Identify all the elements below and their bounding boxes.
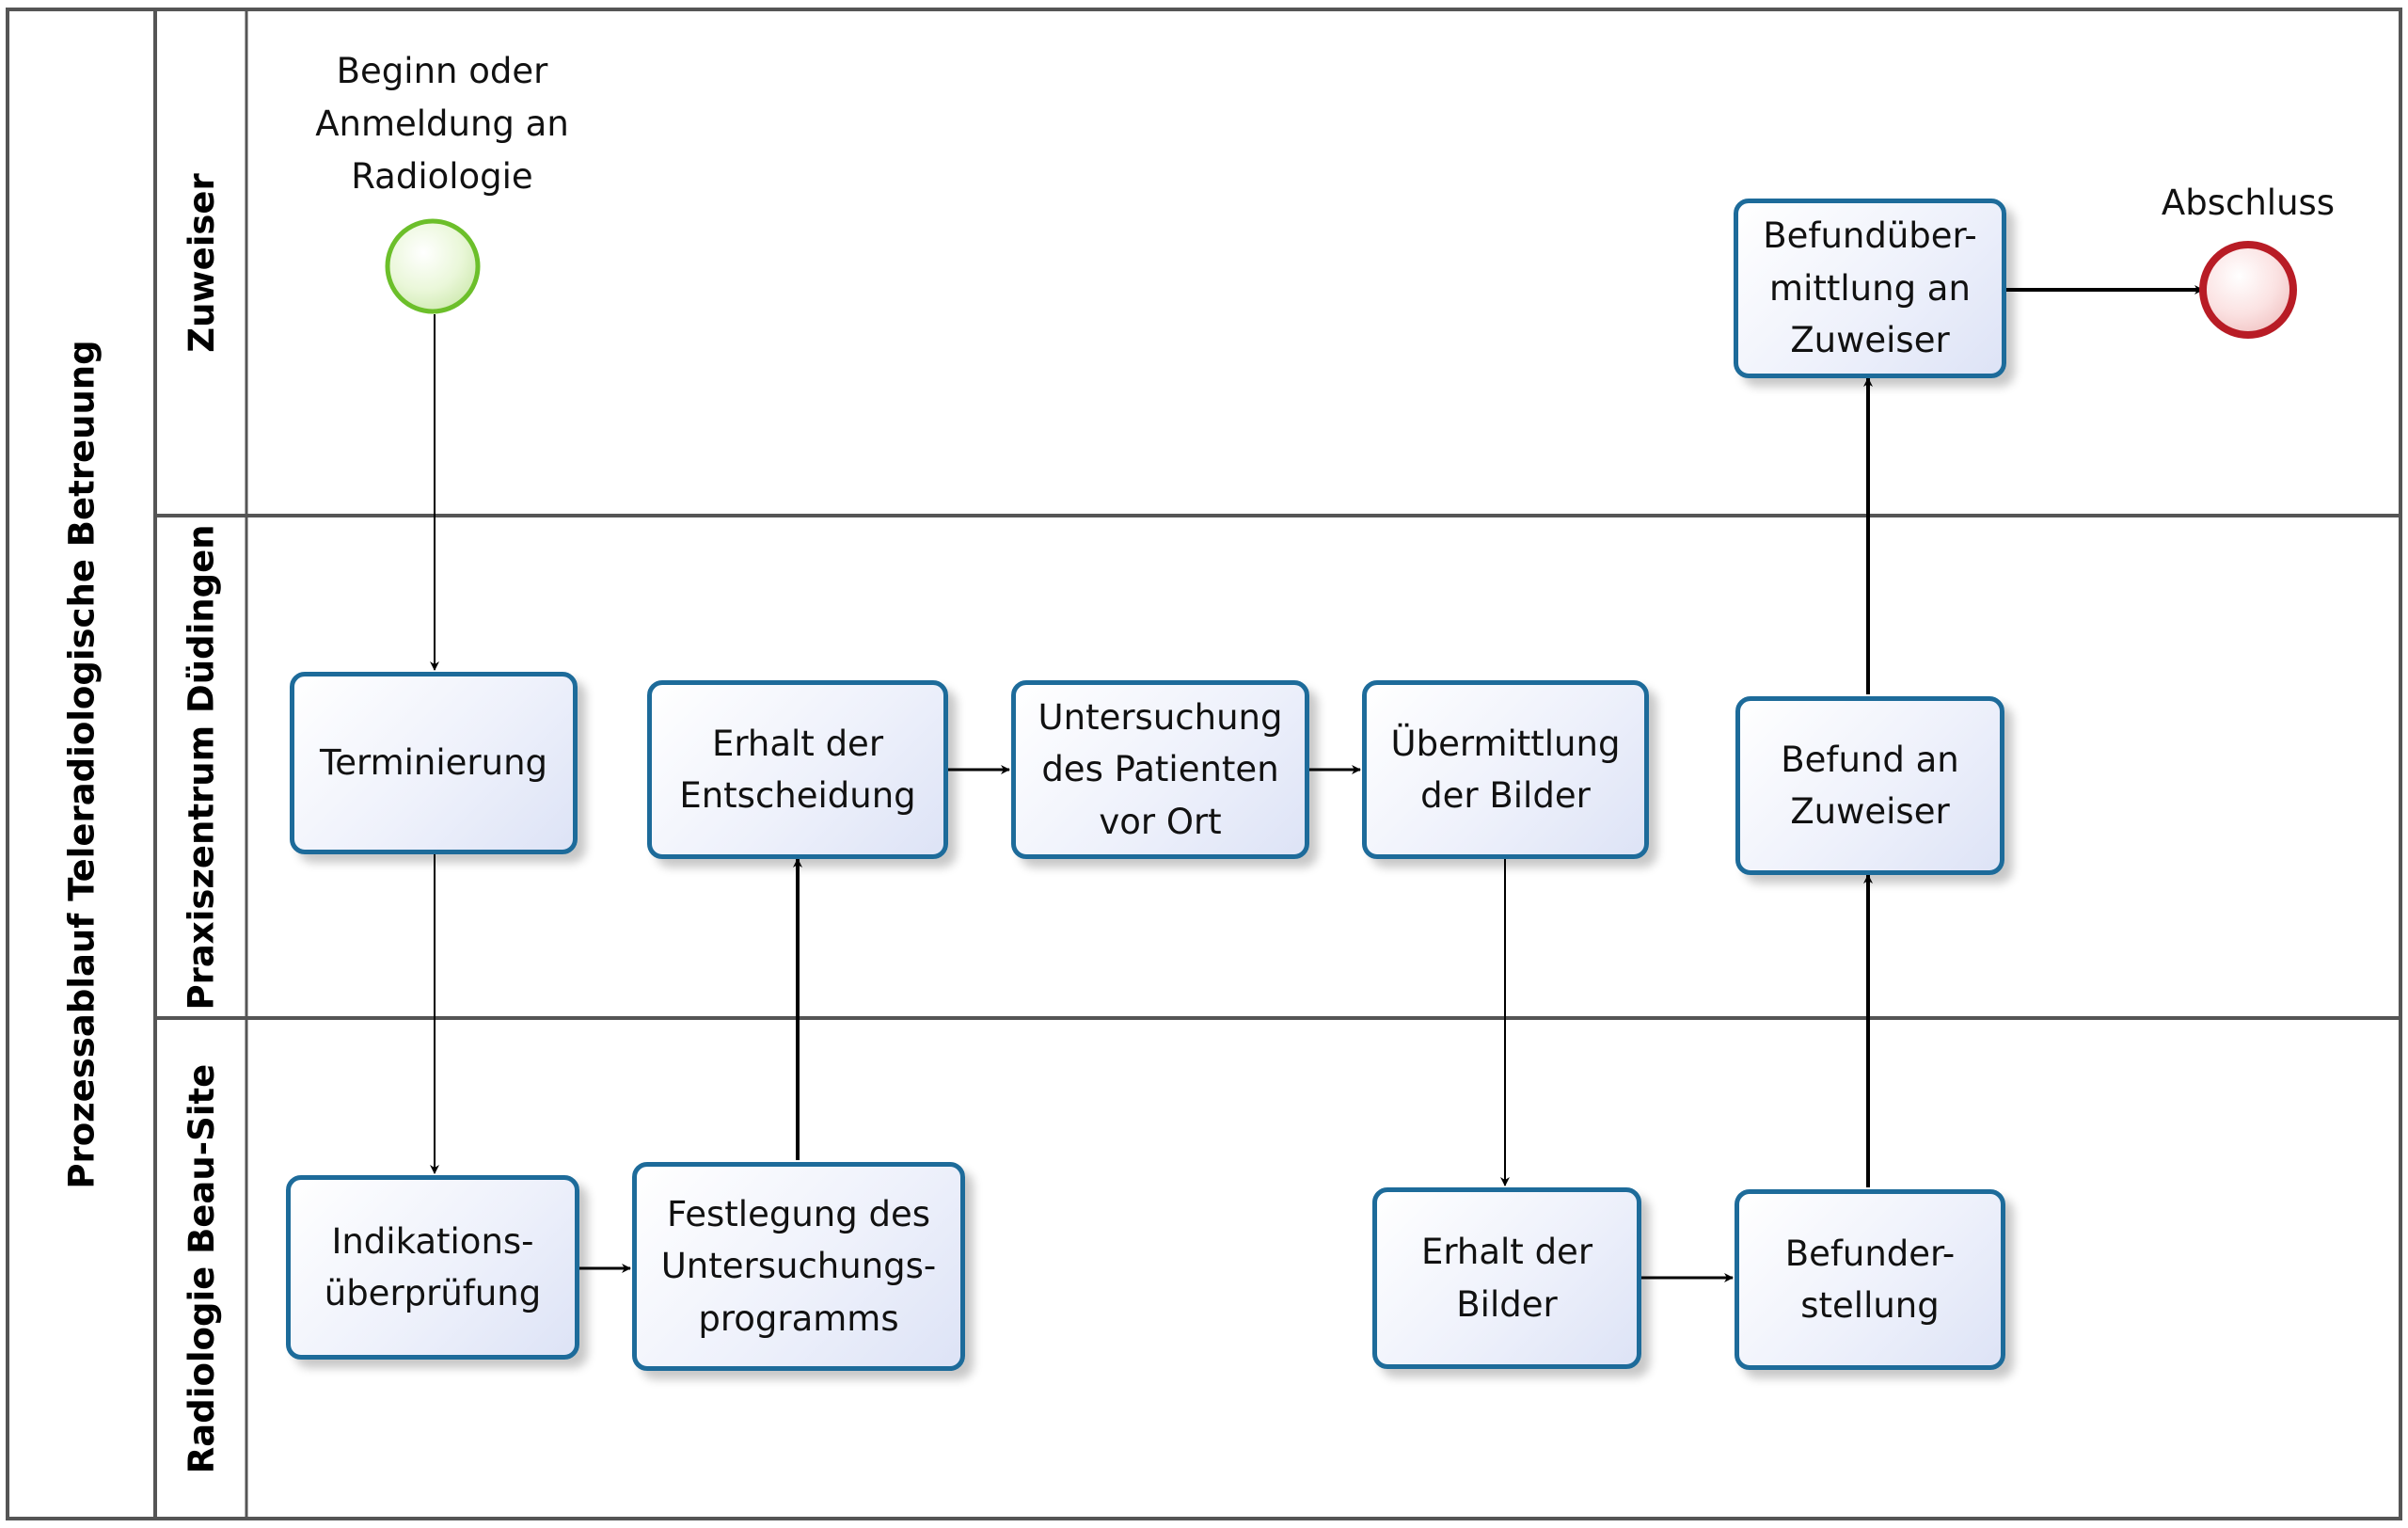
task-befund-an-zuweiser[interactable]: Befund an Zuweiser <box>1735 696 2004 875</box>
task-befunderstellung[interactable]: Befunder- stellung <box>1735 1189 2005 1370</box>
task-terminierung[interactable]: Terminierung <box>290 672 578 854</box>
task-indikationsueberpruefung[interactable]: Indikations- überprüfung <box>286 1175 579 1360</box>
start-event-label: Beginn oder Anmeldung an Radiologie <box>315 51 569 198</box>
end-event-label: Abschluss <box>2161 183 2336 223</box>
pool-title-text: Prozessablauf Teleradiologische Betreuun… <box>62 339 103 1189</box>
pool-title: Prozessablauf Teleradiologische Betreuun… <box>9 9 155 1519</box>
task-erhalt-entscheidung[interactable]: Erhalt der Entscheidung <box>647 680 948 859</box>
task-uebermittlung-bilder[interactable]: Übermittlung der Bilder <box>1362 680 1649 859</box>
end-event[interactable] <box>2199 241 2297 339</box>
task-festlegung-untersuchungsprogramm[interactable]: Festlegung des Untersuchungs- programms <box>632 1162 965 1371</box>
lane-title-radiologie: Radiologie Beau-Site <box>182 1063 222 1473</box>
lane-title-zuweiser: Zuweiser <box>182 172 222 353</box>
start-event[interactable] <box>385 218 481 314</box>
sequence-flows <box>430 285 2204 1282</box>
task-untersuchung-patient[interactable]: Untersuchung des Patienten vor Ort <box>1011 680 1309 859</box>
task-erhalt-bilder[interactable]: Erhalt der Bilder <box>1372 1187 1641 1369</box>
task-befunduebermittlung[interactable]: Befundüber- mittlung an Zuweiser <box>1734 199 2006 378</box>
pool-frame <box>6 8 2402 1520</box>
lane-title-praxiszentrum: Praxiszentrum Düdingen <box>182 523 223 1011</box>
